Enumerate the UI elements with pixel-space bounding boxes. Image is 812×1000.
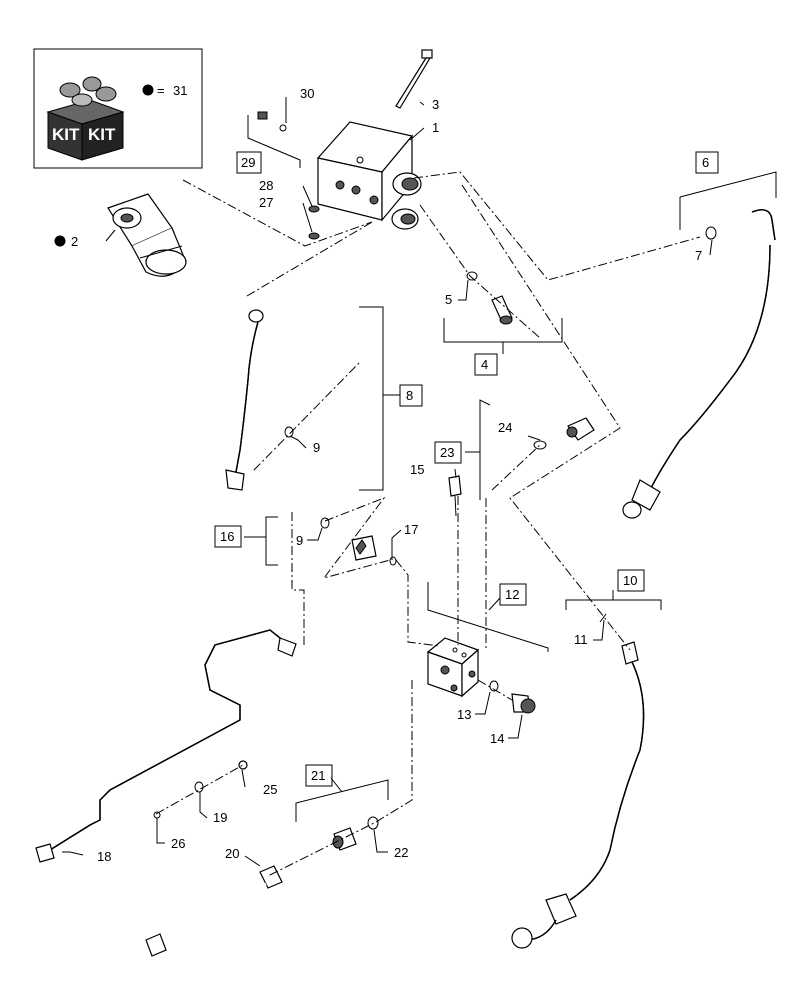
fittings-19-25-26: [153, 760, 248, 819]
hose-6: [622, 209, 776, 519]
tube-18: [35, 629, 297, 863]
bolt: [395, 49, 433, 109]
callout-22: 22: [394, 845, 408, 860]
callouts: 1 2 3 5 7 9 9 11 13 14 15 17 18 19 20 22…: [54, 86, 702, 864]
kit-label-right: KIT: [88, 125, 116, 144]
callout-27: 27: [259, 195, 273, 210]
callout-29: 29: [241, 155, 255, 170]
callout-28: 28: [259, 178, 273, 193]
callout-21: 21: [311, 768, 325, 783]
hose-10: [511, 613, 645, 949]
callout-26: 26: [171, 836, 185, 851]
callout-1: 1: [432, 120, 439, 135]
tube-20: [145, 865, 283, 957]
callout-14: 14: [490, 731, 504, 746]
callout-30: 30: [300, 86, 314, 101]
fitting-5: [466, 271, 513, 325]
callout-25: 25: [263, 782, 277, 797]
callout-23: 23: [440, 445, 454, 460]
kit-equals: =: [157, 83, 165, 98]
kit-box-icon: KIT KIT: [46, 76, 125, 161]
bolt-15: [448, 475, 462, 517]
callout-9-lower: 9: [296, 533, 303, 548]
valve-block: [316, 121, 422, 230]
kit-dot-callout-2: [54, 235, 66, 247]
kit-legend: KIT KIT = 31: [33, 48, 203, 169]
group-brackets: [244, 115, 777, 822]
callout-13: 13: [457, 707, 471, 722]
callout-19: 19: [213, 810, 227, 825]
callout-8: 8: [406, 388, 413, 403]
plug-small: [257, 111, 287, 132]
callout-2: 2: [71, 234, 78, 249]
leader-lines: [62, 97, 713, 867]
callout-6: 6: [702, 155, 709, 170]
callout-4: 4: [481, 357, 488, 372]
steering-motor: [107, 193, 187, 277]
callout-10: 10: [623, 573, 637, 588]
callout-7: 7: [695, 248, 702, 263]
callout-11: 11: [574, 632, 588, 647]
fitting-24: [533, 417, 595, 450]
callout-17: 17: [404, 522, 418, 537]
callout-18: 18: [97, 849, 111, 864]
callout-24: 24: [498, 420, 512, 435]
kit-number: 31: [173, 83, 187, 98]
callout-12: 12: [505, 587, 519, 602]
tube-8: [225, 309, 294, 491]
fitting-21: [332, 816, 379, 851]
callout-20: 20: [225, 846, 239, 861]
o-rings-27-28: [308, 205, 320, 240]
boxed-callouts: 6 4 8 29 23 16 12 10 21: [214, 151, 719, 787]
callout-9-upper: 9: [313, 440, 320, 455]
manifold-block-12: [426, 637, 536, 714]
kit-label-left: KIT: [52, 125, 80, 144]
callout-15: 15: [410, 462, 424, 477]
tee-fitting-16: [320, 517, 397, 566]
callout-3: 3: [432, 97, 439, 112]
kit-dot-icon: [142, 84, 154, 96]
callout-5: 5: [445, 292, 452, 307]
centerlines: [155, 171, 701, 877]
callout-16: 16: [220, 529, 234, 544]
